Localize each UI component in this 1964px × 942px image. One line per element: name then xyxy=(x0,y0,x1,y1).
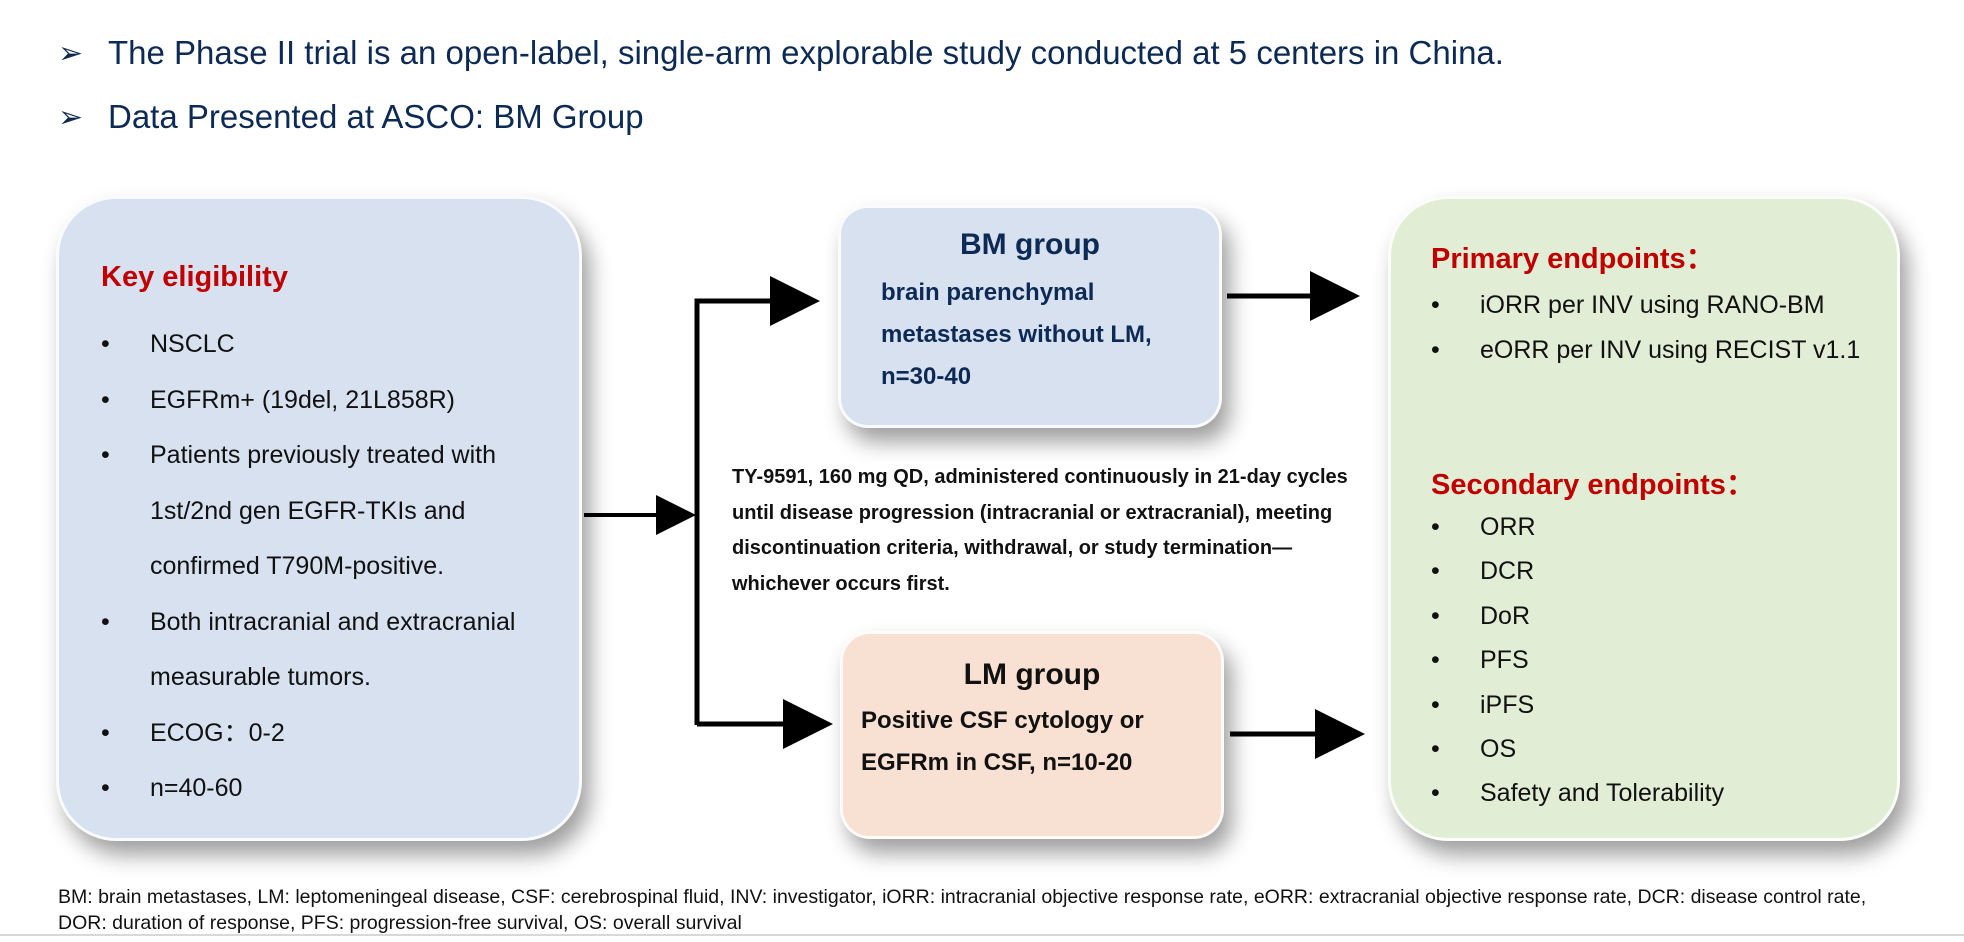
header-bullet-2: ➢ Data Presented at ASCO: BM Group xyxy=(58,98,644,136)
list-item: •ORR xyxy=(1431,513,1536,541)
list-item: •DoR xyxy=(1431,601,1531,630)
abbreviations-footnote: BM: brain metastases, LM: leptomeningeal… xyxy=(58,886,1867,934)
lm-group-box: LM group Positive CSF cytology or EGFRm … xyxy=(840,631,1224,839)
bm-group-title: BM group xyxy=(960,228,1100,261)
secondary-endpoints-title: Secondary endpoints： xyxy=(1431,469,1755,501)
lm-group-title: LM group xyxy=(963,658,1101,691)
list-item: •Safety and Tolerability xyxy=(1431,779,1725,808)
bm-group-box: BM group brain parenchymal metastases wi… xyxy=(838,205,1222,428)
list-item: •n=40-60 xyxy=(101,774,243,802)
primary-endpoints-title: Primary endpoints： xyxy=(1431,243,1715,275)
list-item: •ECOG：0-2 xyxy=(101,718,285,747)
lm-group-description: Positive CSF cytology or EGFRm in CSF, n… xyxy=(861,707,1144,776)
header-bullet-1: ➢ The Phase II trial is an open-label, s… xyxy=(58,34,1504,72)
list-item: •EGFRm+ (19del, 21L858R) xyxy=(101,385,456,414)
list-item: •iPFS xyxy=(1431,690,1535,719)
secondary-endpoints-list: •ORR •DCR •DoR •PFS •iPFS •OS •Safety an… xyxy=(1431,505,1871,816)
arrow-bullet-icon: ➢ xyxy=(58,100,84,134)
list-item: •OS xyxy=(1431,735,1517,764)
header-text-1: The Phase II trial is an open-label, sin… xyxy=(108,34,1504,71)
list-item: •eORR per INV using RECIST v1.1 xyxy=(1431,335,1861,364)
list-item: •NSCLC xyxy=(101,330,235,358)
eligibility-list: •NSCLC •EGFRm+ (19del, 21L858R) •Patient… xyxy=(101,317,561,817)
list-item: •DCR xyxy=(1431,557,1535,586)
primary-endpoints-list: •iORR per INV using RANO-BM •eORR per IN… xyxy=(1431,283,1871,372)
list-item: •PFS xyxy=(1431,646,1529,675)
eligibility-title: Key eligibility xyxy=(101,261,288,293)
list-item: •Patients previously treated with 1st/2n… xyxy=(101,441,497,580)
arrow-bullet-icon: ➢ xyxy=(58,36,84,70)
header-text-2: Data Presented at ASCO: BM Group xyxy=(108,98,644,135)
bottom-divider xyxy=(0,934,1964,936)
list-item: •Both intracranial and extracranial meas… xyxy=(101,607,516,692)
endpoints-box: Primary endpoints： •iORR per INV using R… xyxy=(1388,196,1900,841)
treatment-description: TY-9591, 160 mg QD, administered continu… xyxy=(732,466,1348,595)
list-item: •iORR per INV using RANO-BM xyxy=(1431,291,1825,319)
eligibility-box: Key eligibility •NSCLC •EGFRm+ (19del, 2… xyxy=(56,196,582,841)
bm-group-description: brain parenchymal metastases without LM,… xyxy=(881,279,1152,390)
arrow-split-to-bm xyxy=(694,276,820,725)
